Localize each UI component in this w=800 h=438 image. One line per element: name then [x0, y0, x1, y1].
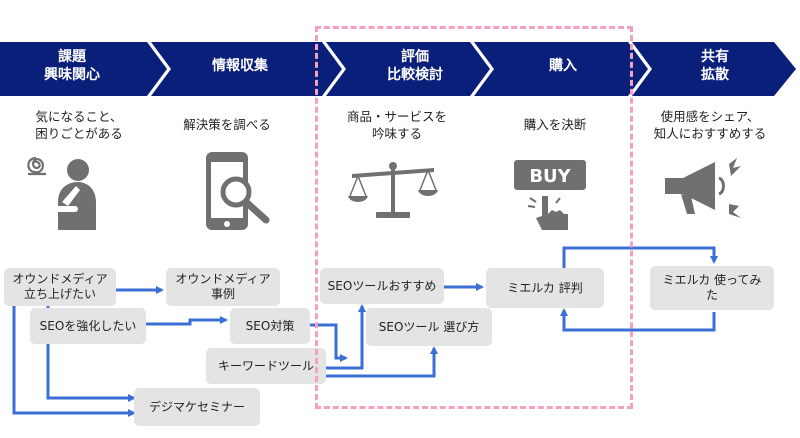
arrow-n6-to-n7 — [326, 304, 366, 370]
stage-desc-research: 解決策を調べる — [183, 117, 271, 132]
stage-desc-interest: 気になること、困りごとがある — [35, 109, 123, 141]
arrow-n10-to-n9 — [560, 308, 716, 332]
arrow-n9-to-n10 — [562, 246, 718, 270]
node-mieruca-review: ミエルカ 評判 — [486, 268, 604, 308]
buy-label: BUY — [529, 166, 571, 187]
node-seo-measures: SEO対策 — [230, 308, 310, 344]
balance-scale-icon — [348, 162, 438, 218]
stage-desc-purchase: 購入を決断 — [523, 117, 587, 132]
stage-title-purchase: 購入 — [549, 58, 577, 74]
stage-chevron-bar — [0, 42, 796, 96]
arrow-n2-to-n5 — [146, 316, 228, 326]
node-seo-tool-recommend: SEOツールおすすめ — [320, 268, 444, 304]
node-owned-media-examples: オウンドメディア事例 — [166, 268, 280, 306]
node-seo-strengthen: SEOを強化したい — [30, 308, 146, 344]
stage-title-share: 共有拡散 — [701, 49, 729, 83]
node-owned-media-launch: オウンドメディア立ち上げたい — [4, 268, 116, 306]
stage-title-research: 情報収集 — [212, 58, 268, 74]
stage-desc-comparison: 商品・サービスを吟味する — [346, 109, 447, 141]
chevron-stage-3 — [326, 42, 490, 96]
node-keyword-tool: キーワードツール — [206, 348, 326, 384]
smartphone-search-icon — [206, 152, 270, 230]
worried-person-icon — [27, 156, 96, 230]
chevron-stage-4 — [474, 42, 648, 96]
arrow-n1-to-n3 — [12, 298, 136, 417]
stage-desc-share: 使用感をシェア、知人におすすめする — [653, 109, 767, 141]
arrow-n5-to-n6 — [310, 323, 348, 362]
stage-title-comparison: 評価比較検討 — [387, 49, 443, 83]
chevron-stage-5 — [632, 42, 796, 96]
node-mieruca-tried: ミエルカ 使ってみた — [650, 266, 774, 310]
chevron-stage-2 — [151, 42, 342, 96]
stage-title-interest: 課題興味関心 — [44, 49, 100, 83]
node-seo-tool-choose: SEOツール 選び方 — [366, 308, 492, 346]
node-digital-marketing-seminar: デジマケセミナー — [134, 388, 260, 426]
megaphone-icon — [665, 158, 741, 218]
highlight-comparison-purchase — [315, 26, 633, 409]
arrow-n6-to-n8 — [326, 346, 438, 378]
buy-button-icon: BUY — [514, 160, 586, 230]
chevron-stage-1 — [0, 42, 167, 96]
